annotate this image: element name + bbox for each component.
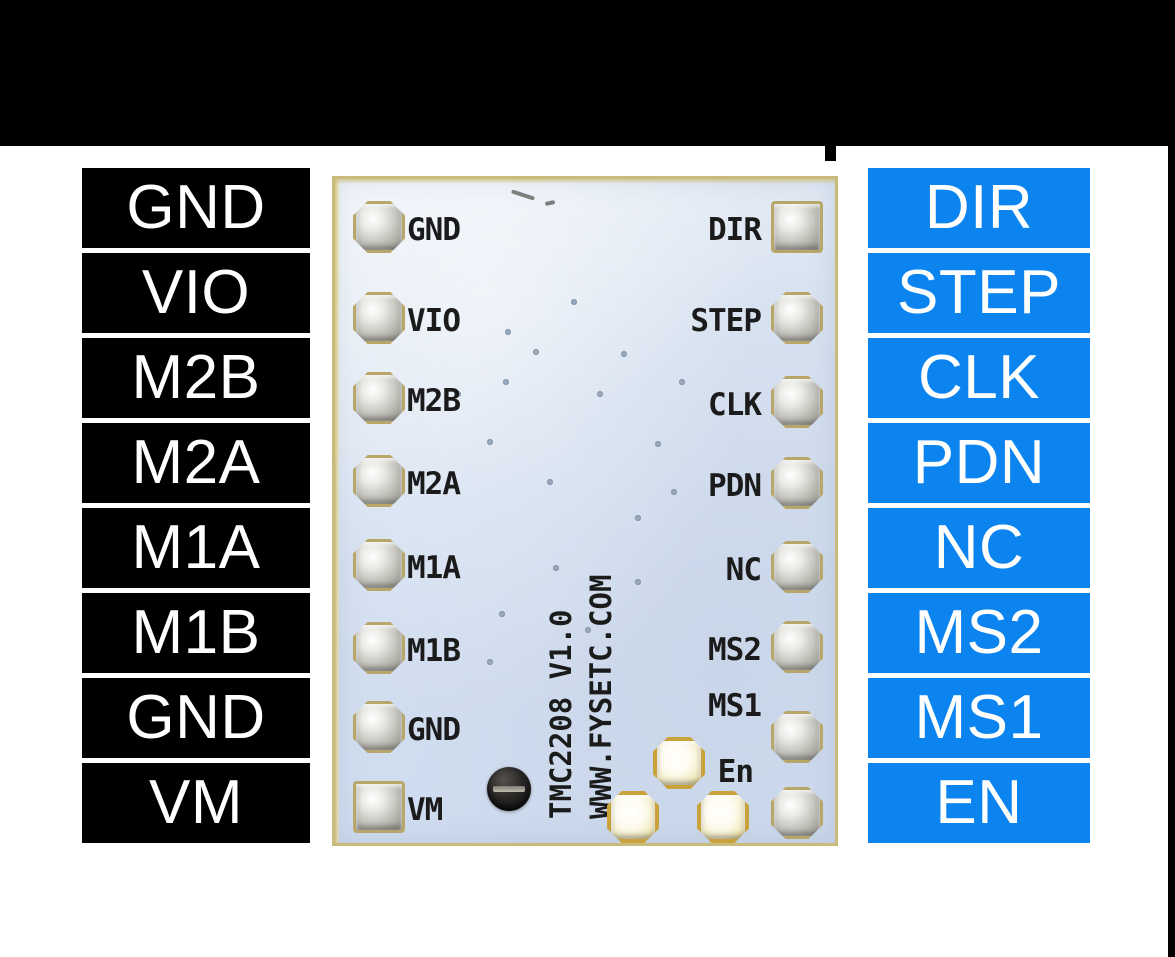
board-via xyxy=(547,479,553,485)
pcb-silk-right-5: NC xyxy=(725,552,762,588)
pcb-pad-right-2 xyxy=(771,292,823,344)
board-left-edge xyxy=(335,179,340,843)
board-via xyxy=(635,515,641,521)
right-pin-label-5: NC xyxy=(868,508,1090,588)
pcb-silk-right-7: MS1 xyxy=(708,688,762,724)
pcb-silk-left-8: VM xyxy=(407,792,443,828)
board-scuff-mark xyxy=(510,189,536,201)
board-via xyxy=(679,379,685,385)
pcb-silk-right-4: PDN xyxy=(708,468,762,504)
left-pin-label-8: VM xyxy=(82,763,310,843)
pcb-silk-right-3: CLK xyxy=(708,387,762,423)
tmc2208-pcb-board: GND VIO M2B M2A M1A M1B GND VM DIR STEP … xyxy=(332,176,838,846)
board-via xyxy=(503,379,509,385)
right-pin-label-6: MS2 xyxy=(868,593,1090,673)
pcb-via-hole-left xyxy=(607,791,659,843)
pcb-pad-right-1 xyxy=(771,201,823,253)
pcb-pad-left-5 xyxy=(353,539,405,591)
pcb-silk-left-4: M2A xyxy=(407,466,461,502)
pcb-pad-left-8 xyxy=(353,781,405,833)
letterbox-tab-notch xyxy=(825,146,836,161)
board-via xyxy=(487,659,493,665)
left-pin-label-4: M2A xyxy=(82,423,310,503)
pcb-pad-left-4 xyxy=(353,455,405,507)
letterbox-top-bar xyxy=(0,0,1175,146)
pcb-silk-left-5: M1A xyxy=(407,550,461,586)
pcb-silk-left-1: GND xyxy=(407,212,461,248)
pcb-pad-left-2 xyxy=(353,292,405,344)
pcb-pad-right-4 xyxy=(771,457,823,509)
board-via xyxy=(671,489,677,495)
pcb-silk-right-2: STEP xyxy=(690,303,762,339)
right-pin-label-2: STEP xyxy=(868,253,1090,333)
board-via xyxy=(487,439,493,445)
right-pin-label-4: PDN xyxy=(868,423,1090,503)
pcb-trimmer-potentiometer xyxy=(487,767,531,811)
board-via xyxy=(597,391,603,397)
pcb-pad-right-5 xyxy=(771,541,823,593)
left-pin-label-5: M1A xyxy=(82,508,310,588)
pcb-pad-left-1 xyxy=(353,201,405,253)
board-via xyxy=(621,351,627,357)
board-via xyxy=(571,299,577,305)
left-pin-label-3: M2B xyxy=(82,338,310,418)
left-pin-label-column: GND VIO M2B M2A M1A M1B GND VM xyxy=(82,168,310,843)
left-pin-label-1: GND xyxy=(82,168,310,248)
pcb-pad-right-8 xyxy=(771,787,823,839)
board-via xyxy=(499,611,505,617)
board-via xyxy=(533,349,539,355)
left-pin-label-7: GND xyxy=(82,678,310,758)
pcb-marking-part-number: TMC2208 V1.0 xyxy=(544,609,578,819)
right-pin-label-8: EN xyxy=(868,763,1090,843)
pcb-silk-left-2: VIO xyxy=(407,303,461,339)
right-pin-label-7: MS1 xyxy=(868,678,1090,758)
pcb-silk-right-6: MS2 xyxy=(708,632,762,668)
board-via xyxy=(505,329,511,335)
board-scuff-mark xyxy=(544,200,556,206)
pcb-silk-left-6: M1B xyxy=(407,633,461,669)
board-via xyxy=(635,579,641,585)
pcb-pad-left-6 xyxy=(353,622,405,674)
board-top-edge xyxy=(335,179,835,184)
pcb-via-hole-right xyxy=(697,791,749,843)
letterbox-right-bar xyxy=(1168,0,1175,957)
right-pin-label-3: CLK xyxy=(868,338,1090,418)
pcb-silk-right-8: En xyxy=(717,754,754,790)
pcb-pad-left-3 xyxy=(353,372,405,424)
pcb-silk-left-3: M2B xyxy=(407,383,461,419)
pcb-pad-right-3 xyxy=(771,376,823,428)
pcb-silk-left-7: GND xyxy=(407,712,461,748)
left-pin-label-6: M1B xyxy=(82,593,310,673)
pcb-pad-right-6 xyxy=(771,621,823,673)
right-pin-label-column: DIR STEP CLK PDN NC MS2 MS1 EN xyxy=(868,168,1090,843)
pcb-pad-left-7 xyxy=(353,701,405,753)
board-via xyxy=(553,565,559,571)
board-via xyxy=(455,391,461,397)
right-pin-label-1: DIR xyxy=(868,168,1090,248)
pcb-silk-right-1: DIR xyxy=(708,212,762,248)
board-via xyxy=(585,627,591,633)
board-via xyxy=(655,441,661,447)
pcb-pad-right-7 xyxy=(771,711,823,763)
left-pin-label-2: VIO xyxy=(82,253,310,333)
pcb-via-hole-en-upper xyxy=(653,737,705,789)
pcb-marking-website: WWW.FYSETC.COM xyxy=(584,574,618,819)
